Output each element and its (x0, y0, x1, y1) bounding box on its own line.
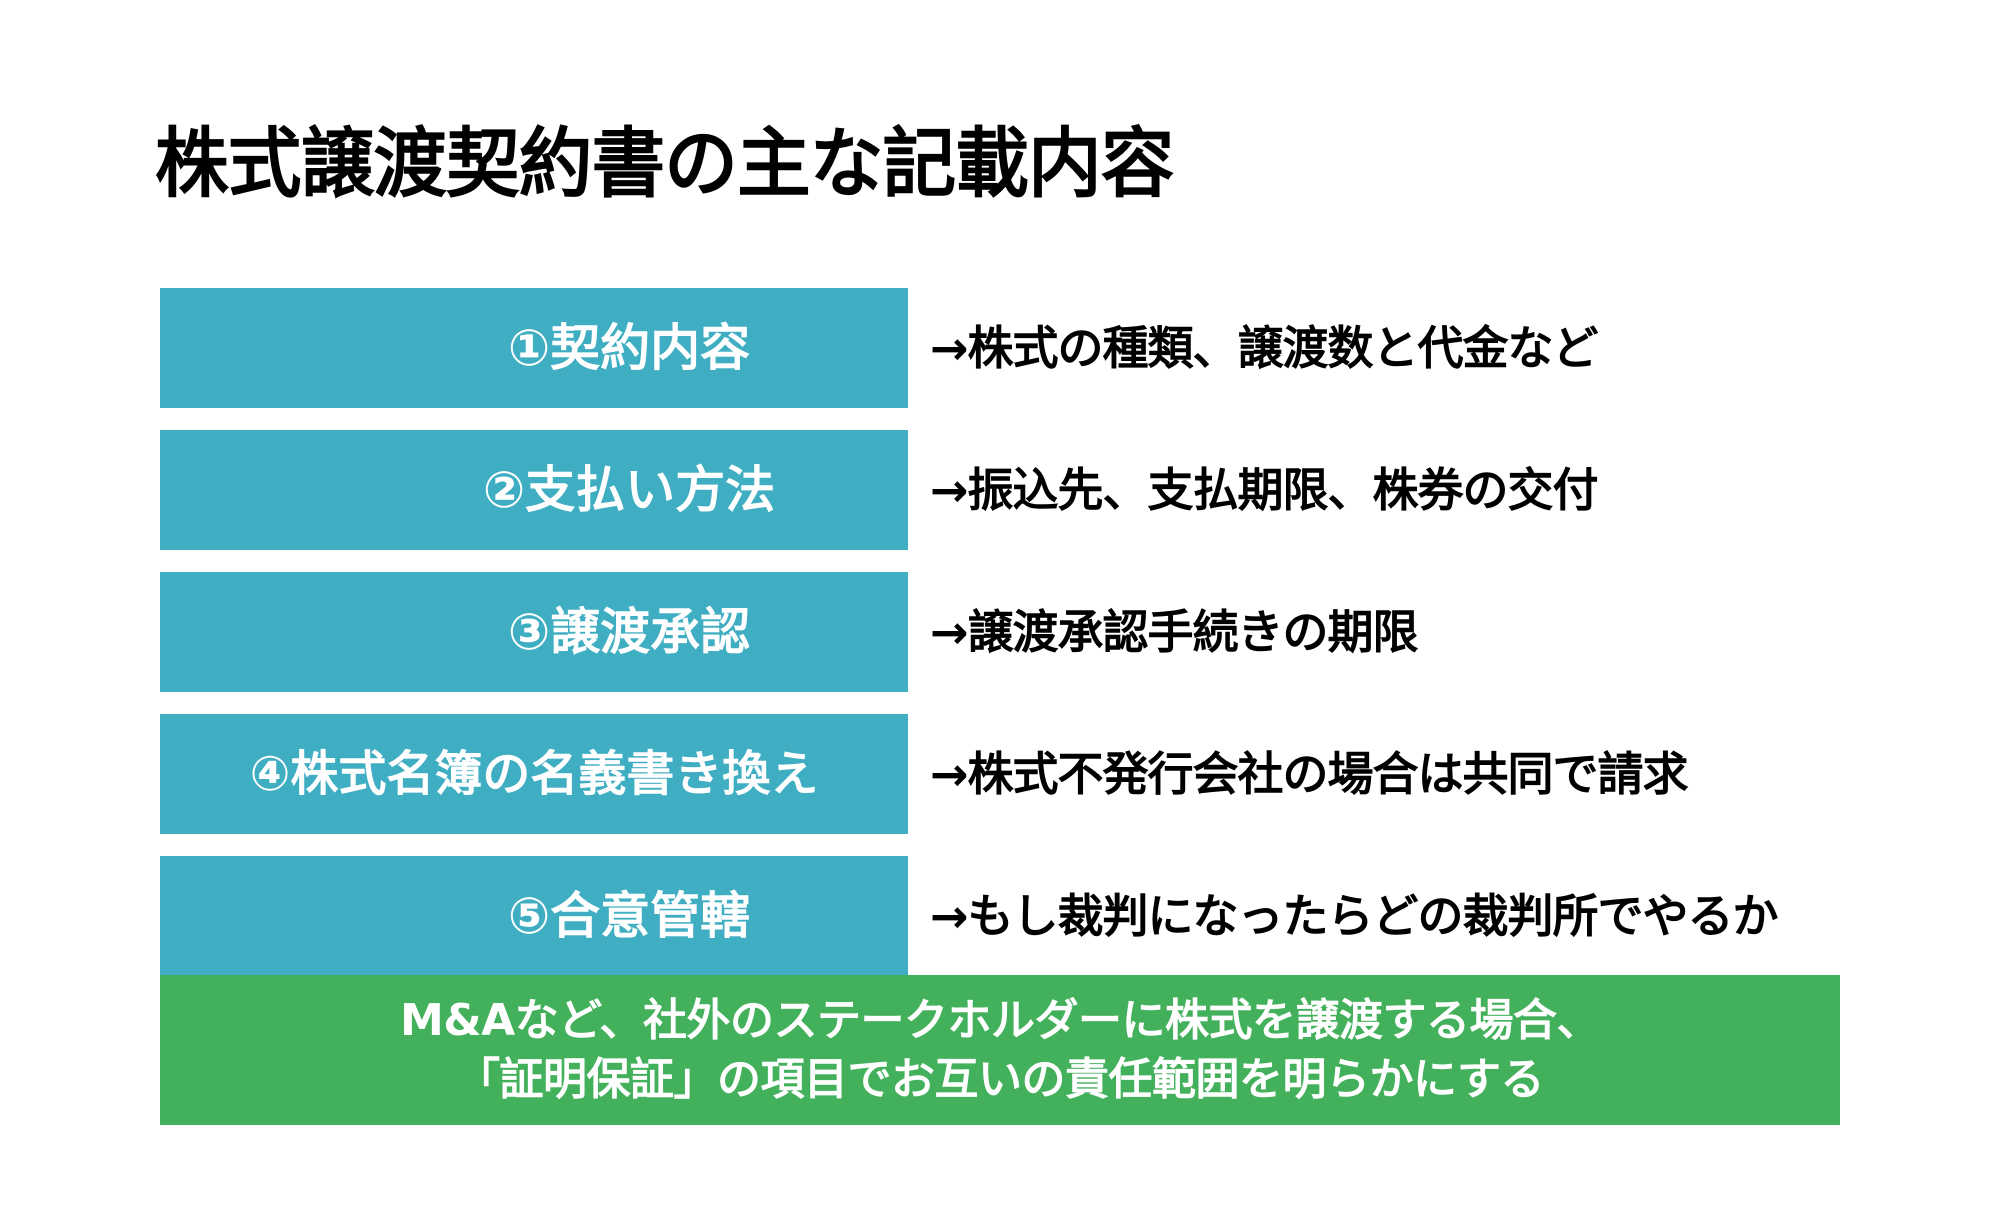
list-item: ①契約内容 →株式の種類、譲渡数と代金など (0, 288, 2000, 408)
description-item-3: →譲渡承認手続きの期限 (930, 605, 1419, 659)
chip-item-5: ⑤合意管轄 (160, 856, 908, 976)
item-list: ①契約内容 →株式の種類、譲渡数と代金など ②支払い方法 →振込先、支払期限、株… (0, 288, 2000, 998)
summary-line-1: M&Aなど、社外のステークホルダーに株式を譲渡する場合、 (399, 994, 1601, 1046)
description-item-5: →もし裁判になったらどの裁判所でやるか (930, 889, 1779, 943)
description-item-2: →振込先、支払期限、株券の交付 (930, 463, 1599, 517)
page-title: 株式譲渡契約書の主な記載内容 (155, 119, 1174, 208)
list-item: ④株式名簿の名義書き換え →株式不発行会社の場合は共同で請求 (0, 714, 2000, 834)
chip-item-4: ④株式名簿の名義書き換え (160, 714, 908, 834)
description-item-1: →株式の種類、譲渡数と代金など (930, 321, 1599, 375)
chip-item-2-label: ②支払い方法 (482, 461, 776, 519)
summary-line-2: 「証明保証」の項目でお互いの責任範囲を明らかにする (456, 1054, 1544, 1105)
list-item: ⑤合意管轄 →もし裁判になったらどの裁判所でやるか (0, 856, 2000, 976)
chip-item-1: ①契約内容 (160, 288, 908, 408)
chip-item-2: ②支払い方法 (160, 430, 908, 550)
chip-item-4-label: ④株式名簿の名義書き換え (249, 746, 819, 802)
chip-item-3: ③譲渡承認 (160, 572, 908, 692)
description-item-4: →株式不発行会社の場合は共同で請求 (930, 747, 1689, 801)
chip-item-5-label: ⑤合意管轄 (507, 887, 751, 945)
list-item: ③譲渡承認 →譲渡承認手続きの期限 (0, 572, 2000, 692)
chip-item-3-label: ③譲渡承認 (507, 603, 751, 661)
list-item: ②支払い方法 →振込先、支払期限、株券の交付 (0, 430, 2000, 550)
chip-item-1-label: ①契約内容 (507, 319, 751, 377)
summary-callout: M&Aなど、社外のステークホルダーに株式を譲渡する場合、 「証明保証」の項目でお… (160, 975, 1840, 1125)
